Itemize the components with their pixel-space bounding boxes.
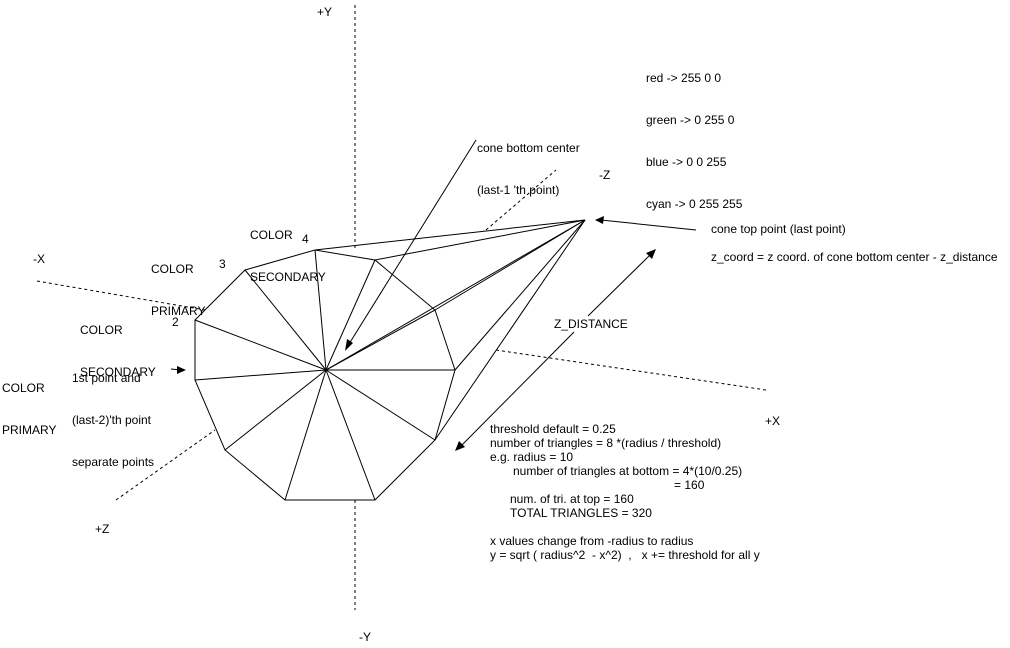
z-distance-label: Z_DISTANCE bbox=[554, 317, 628, 331]
x-axis-left bbox=[36, 280, 206, 311]
top-point-arrow bbox=[600, 219, 697, 231]
note-num-triangles: number of triangles = 8 *(radius / thres… bbox=[490, 436, 722, 450]
z-axis-front bbox=[115, 429, 216, 501]
point3-color-line2: PRIMARY bbox=[151, 304, 206, 318]
point4-color-line2: SECONDARY bbox=[250, 270, 326, 284]
point4-color-label: COLOR SECONDARY bbox=[250, 200, 326, 298]
point2-color-line1: COLOR bbox=[80, 323, 123, 337]
top-point-arrowhead bbox=[595, 216, 604, 224]
z-distance-arrow-upper bbox=[587, 253, 652, 317]
note-eg-radius: e.g. radius = 10 bbox=[490, 450, 574, 464]
note-total: TOTAL TRIANGLES = 320 bbox=[510, 506, 652, 520]
z-distance-arrowhead-bottom bbox=[455, 441, 465, 451]
color-legend-red: red -> 255 0 0 bbox=[646, 71, 722, 85]
axis-label-plus-z: +Z bbox=[95, 522, 110, 536]
axis-label-plus-y: +Y bbox=[317, 5, 333, 19]
point1-description: 1st point and (last-2)'th point separate… bbox=[72, 343, 154, 483]
point3-color-label: COLOR PRIMARY bbox=[151, 234, 205, 332]
point3-number: 3 bbox=[219, 257, 226, 271]
cone-top-lines bbox=[314, 219, 586, 441]
point3-color-line1: COLOR bbox=[151, 262, 194, 276]
point4-color-line1: COLOR bbox=[250, 228, 293, 242]
point1-desc-line1: 1st point and bbox=[72, 371, 141, 385]
point1-desc-line2: (last-2)'th point bbox=[72, 413, 151, 427]
point1-color-line2: PRIMARY bbox=[2, 423, 57, 437]
axis-label-minus-y: -Y bbox=[359, 630, 371, 644]
point1-desc-line3: separate points bbox=[72, 455, 155, 469]
axis-label-minus-x: -X bbox=[33, 252, 45, 266]
color-legend-green: green -> 0 255 0 bbox=[646, 113, 735, 127]
z-distance-arrowhead-top bbox=[646, 249, 656, 259]
point1-arrowhead bbox=[177, 366, 186, 374]
color-legend: red -> 255 0 0 green -> 0 255 0 blue -> … bbox=[646, 43, 742, 225]
point2-color-label: COLOR SECONDARY bbox=[80, 295, 156, 393]
cone-top-point-label: cone top point (last point) bbox=[711, 222, 846, 236]
point4-number: 4 bbox=[302, 232, 309, 246]
point2-number: 2 bbox=[172, 315, 179, 329]
cone-bottom-center-line1: cone bottom center bbox=[477, 141, 580, 155]
note-num-bottom-result: = 160 bbox=[674, 478, 705, 492]
note-threshold-default: threshold default = 0.25 bbox=[490, 422, 616, 436]
note-num-top: num. of tri. at top = 160 bbox=[510, 492, 634, 506]
cone-bottom-center-line2: (last-1 'th point) bbox=[477, 183, 560, 197]
z-distance-arrow-lower bbox=[459, 331, 575, 448]
axis-label-minus-z: -Z bbox=[599, 168, 611, 182]
point1-color-label: COLOR PRIMARY bbox=[2, 353, 56, 451]
point1-color-line1: COLOR bbox=[2, 381, 45, 395]
cone-bottom-center-label: cone bottom center (last-1 'th point) bbox=[477, 113, 580, 211]
point2-color-line2: SECONDARY bbox=[80, 365, 156, 379]
note-num-bottom: number of triangles at bottom = 4*(10/0.… bbox=[513, 464, 743, 478]
bottom-center-arrowhead bbox=[345, 339, 353, 351]
bottom-center-arrow bbox=[348, 139, 477, 345]
axis-label-plus-x: +X bbox=[765, 414, 781, 428]
note-y-formula: y = sqrt ( radius^2 - x^2) , x += thresh… bbox=[490, 548, 760, 562]
color-legend-blue: blue -> 0 0 255 bbox=[646, 155, 727, 169]
note-x-values: x values change from -radius to radius bbox=[490, 534, 694, 548]
color-legend-cyan: cyan -> 0 255 255 bbox=[646, 197, 743, 211]
cone-base-polygon bbox=[194, 249, 456, 501]
base-spokes bbox=[194, 249, 455, 501]
z-coord-formula: z_coord = z coord. of cone bottom center… bbox=[711, 250, 998, 264]
